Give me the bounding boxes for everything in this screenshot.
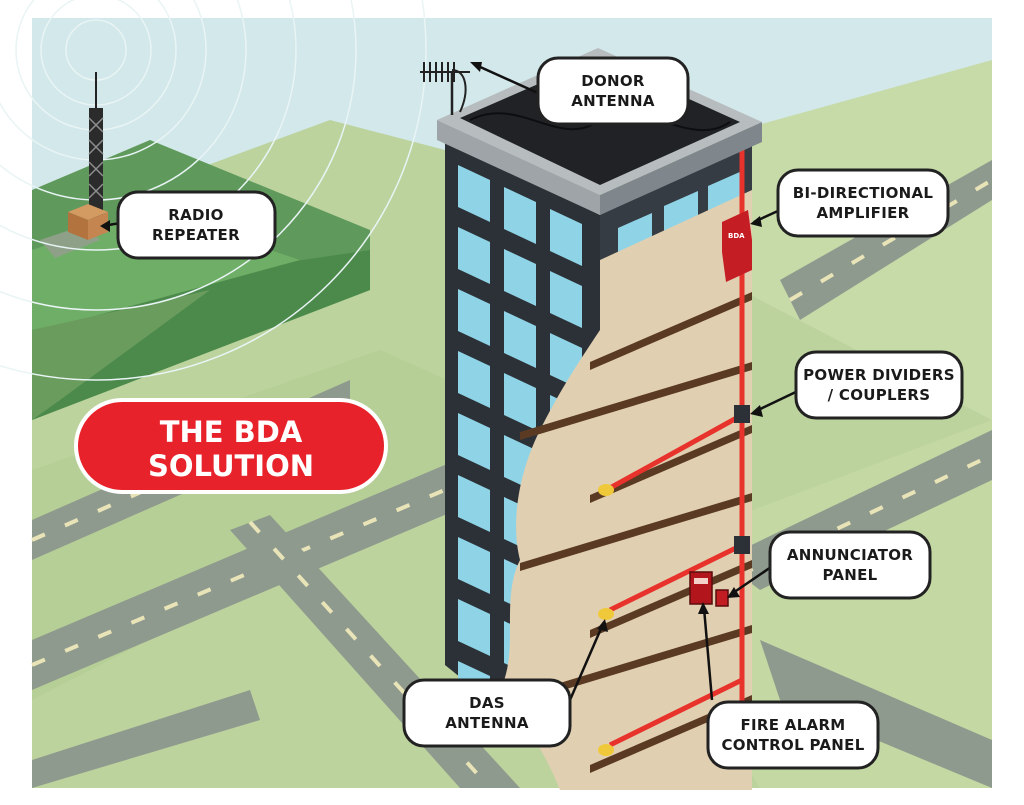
callout-bda-line2: AMPLIFIER bbox=[817, 204, 910, 222]
callout-radio-repeater-line1: RADIO bbox=[168, 206, 223, 224]
floor-cable-middle bbox=[608, 542, 744, 613]
roof-front-left bbox=[437, 120, 600, 215]
radio-repeater-box-icon bbox=[68, 204, 108, 240]
callout-radio-repeater: RADIO REPEATER bbox=[100, 190, 277, 260]
callout-bi-directional-amplifier: BI-DIRECTIONAL AMPLIFIER bbox=[750, 168, 950, 238]
window bbox=[458, 413, 490, 470]
window bbox=[458, 351, 490, 408]
callout-das-antenna: DAS ANTENNA bbox=[402, 619, 608, 748]
window bbox=[550, 209, 582, 266]
road-left bbox=[32, 450, 480, 690]
callout-das-antenna-line1: DAS bbox=[469, 694, 505, 712]
window bbox=[504, 187, 536, 244]
window bbox=[458, 475, 490, 532]
callout-power-dividers-line1: POWER DIVIDERS bbox=[803, 366, 955, 384]
floor-slab bbox=[520, 362, 752, 440]
title-badge: THE BDA SOLUTION bbox=[74, 398, 388, 494]
floor-slab bbox=[590, 425, 752, 503]
callout-donor-antenna-line2: ANTENNA bbox=[571, 92, 655, 110]
coupler-icon bbox=[734, 536, 750, 554]
window bbox=[458, 289, 490, 346]
callout-donor-antenna: DONOR ANTENNA bbox=[470, 56, 690, 126]
callout-annunciator-panel: ANNUNCIATOR PANEL bbox=[727, 530, 932, 600]
building: BDA bbox=[420, 48, 762, 790]
callout-donor-antenna-line1: DONOR bbox=[581, 72, 645, 90]
coupler-icon bbox=[734, 405, 750, 423]
window bbox=[504, 373, 536, 430]
floor-cable-upper bbox=[608, 412, 744, 491]
road-bottom-left bbox=[32, 690, 260, 788]
window bbox=[458, 599, 490, 656]
callout-power-dividers: POWER DIVIDERS / COUPLERS bbox=[750, 350, 964, 420]
window bbox=[504, 311, 536, 368]
title-line-2: SOLUTION bbox=[148, 449, 314, 483]
callout-radio-repeater-line2: REPEATER bbox=[152, 226, 240, 244]
window bbox=[504, 249, 536, 306]
floor-slab bbox=[520, 493, 752, 571]
building-cutaway bbox=[500, 190, 752, 790]
das-antenna-icon bbox=[598, 484, 614, 496]
floor-cable-lower bbox=[608, 677, 744, 748]
fire-alarm-panel-icon bbox=[689, 571, 713, 605]
window bbox=[550, 271, 582, 328]
annunciator-panel-icon bbox=[715, 589, 729, 607]
callout-fire-alarm-control-panel: FIRE ALARM CONTROL PANEL bbox=[698, 602, 880, 770]
donor-antenna-icon bbox=[420, 62, 470, 115]
callout-annunciator-line2: PANEL bbox=[822, 566, 877, 584]
callout-fire-alarm-line2: CONTROL PANEL bbox=[721, 736, 864, 754]
window bbox=[458, 165, 490, 222]
callout-fire-alarm-line1: FIRE ALARM bbox=[740, 716, 845, 734]
das-antenna-icon bbox=[598, 744, 614, 756]
callout-das-antenna-line2: ANTENNA bbox=[445, 714, 529, 732]
bda-device-icon bbox=[722, 210, 752, 282]
window bbox=[458, 537, 490, 594]
title-line-1: THE BDA bbox=[160, 415, 303, 449]
roof-front-right bbox=[600, 122, 762, 215]
callout-power-dividers-line2: / COUPLERS bbox=[828, 386, 931, 404]
bda-device-label: BDA bbox=[728, 232, 745, 240]
floor-slab bbox=[590, 292, 752, 370]
callout-bda-line1: BI-DIRECTIONAL bbox=[793, 184, 934, 202]
floors bbox=[520, 292, 752, 773]
das-antenna-icon bbox=[598, 608, 614, 620]
radio-tower-icon bbox=[88, 72, 104, 218]
callout-annunciator-line1: ANNUNCIATOR bbox=[787, 546, 913, 564]
window bbox=[458, 227, 490, 284]
